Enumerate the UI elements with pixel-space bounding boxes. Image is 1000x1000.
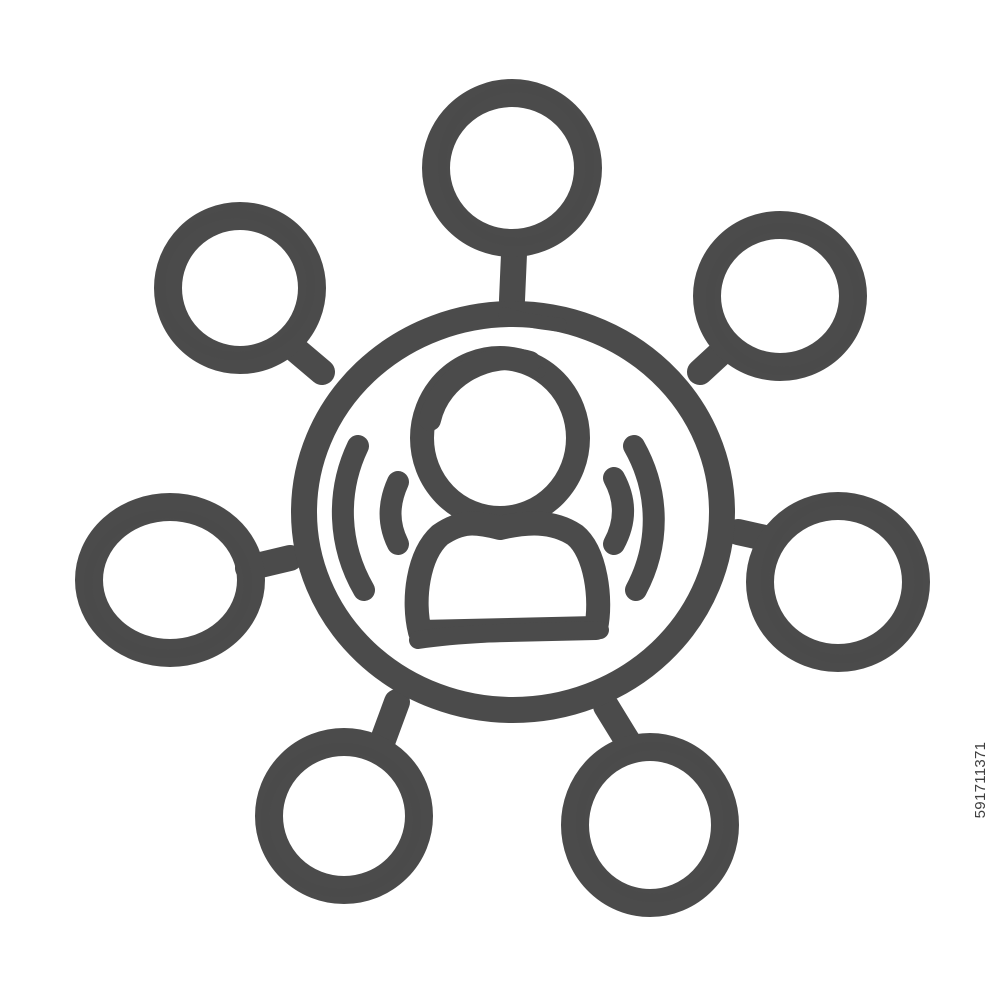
signal-right-inner	[603, 467, 634, 555]
signal-left-inner	[379, 471, 409, 555]
watermark-side-text: 591711371	[972, 741, 989, 819]
outer-nodes	[75, 79, 930, 917]
person-icon	[404, 346, 611, 649]
signal-waves	[331, 435, 665, 601]
connector-top	[499, 241, 527, 313]
connector-top-left	[283, 337, 335, 385]
person-body	[404, 511, 611, 649]
connector-lines	[235, 241, 787, 761]
node-right	[746, 492, 930, 672]
signal-right-outer	[623, 435, 665, 601]
node-top-right	[693, 211, 867, 381]
hub-circle	[291, 301, 735, 723]
node-left	[75, 493, 265, 667]
signal-left-outer	[331, 435, 375, 601]
person-head	[410, 346, 590, 530]
node-bottom-right	[561, 733, 739, 917]
node-top	[422, 79, 602, 257]
node-bottom-left	[255, 728, 433, 904]
node-top-left	[154, 202, 326, 374]
